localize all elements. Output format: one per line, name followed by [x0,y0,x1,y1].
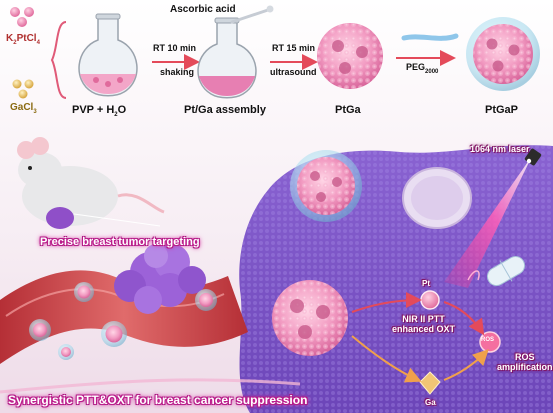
ros-bubble [479,331,501,353]
flask-assembly [197,17,257,99]
cell-ptgap-particle [272,280,348,356]
flow-band [0,378,301,394]
pt-dot [420,290,440,310]
ros-badge-label: ROS [481,337,495,343]
k2ptcl4-label: K2PtCl4 [6,33,40,46]
reagent-brace [50,21,67,99]
gacl-reagent-dots [12,79,34,99]
pvp-water-label: PVP + H2O [72,104,127,119]
ptgap-nanoparticle [466,17,540,91]
capsule-icon [486,256,526,286]
cell-entering-ptgap [290,150,362,222]
peg-label: PEG2000 [406,62,439,75]
step1-method-label: shaking [160,67,195,77]
arrow-to-pt [351,292,422,313]
ascorbic-acid-label: Ascorbic acid [170,4,236,15]
tumor-callout-line [73,213,161,227]
peg-ribbon [401,33,459,41]
gacl3-label: GaCl3 [10,102,37,115]
ga-label: Ga [425,398,436,407]
arrow-ga-to-ros [443,349,489,381]
arrow-to-ga [351,335,422,383]
ptga-label: PtGa [335,104,361,116]
pt-label: Pt [422,279,430,288]
arrow-pt-to-ros [443,301,485,336]
step1-time-label: RT 10 min [153,43,197,53]
step2-time-label: RT 15 min [272,43,316,53]
step2-method-label: ultrasound [270,67,317,77]
flask-pvp [78,13,138,97]
cell-nucleus [402,167,472,229]
therapy-caption: Synergistic PTT&OXT for breast cancer su… [8,393,308,407]
mouse-illustration [17,137,165,229]
laser-label: 1064 nm laser [470,144,530,154]
ga-crystal [419,371,441,395]
ptgap-label: PtGaP [485,104,519,116]
ptga-nanoparticle [317,23,383,89]
tumor-cell-cluster [114,244,206,314]
heat-wave [467,270,480,281]
assembly-label: Pt/Ga assembly [184,104,266,116]
vessel-nanoparticles [29,282,217,360]
laser-beam [444,156,532,288]
ptcl-reagent-dots [10,7,34,27]
dropper-bulb [266,5,274,13]
targeting-caption: Precise breast tumor targeting [40,236,200,248]
laser-device-icon [524,148,542,166]
ascorbic-dropper [230,8,270,24]
